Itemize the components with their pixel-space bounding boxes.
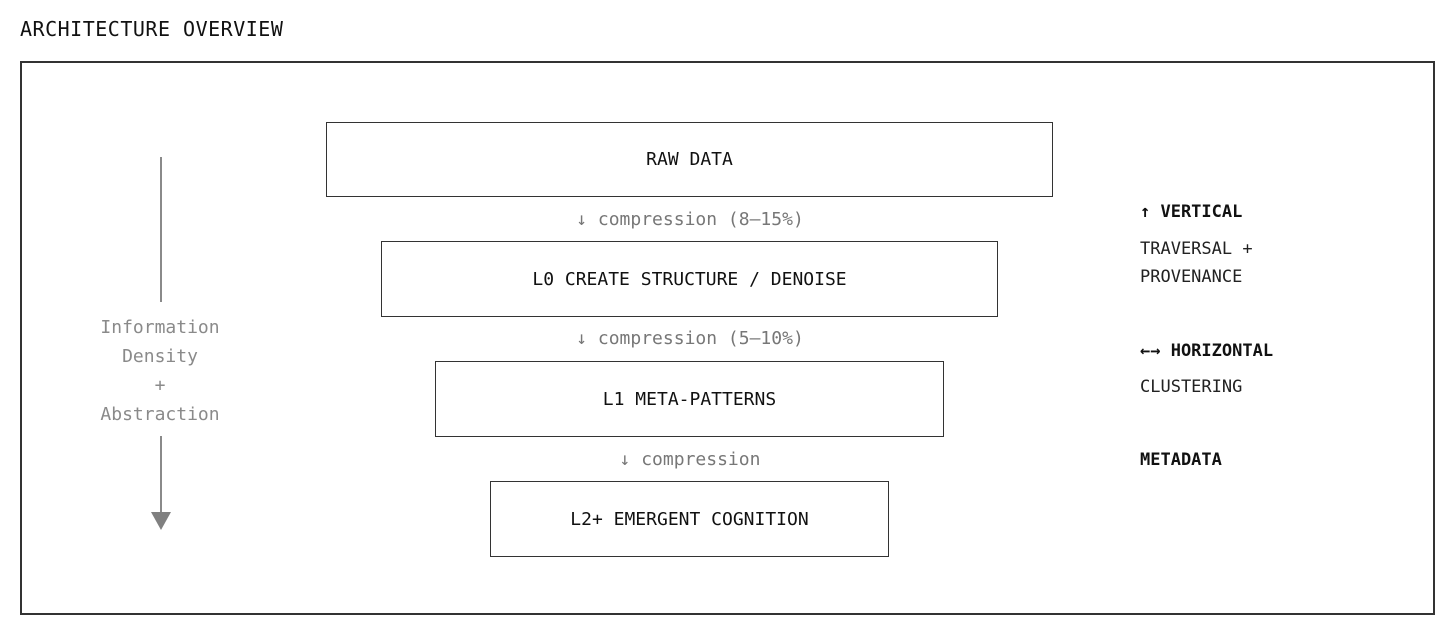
compression-label: ↓ compression (5–10%) — [576, 328, 804, 349]
axis-label: Information Density + Abstraction — [60, 313, 260, 429]
axis-label-line: Abstraction — [100, 404, 220, 425]
horizontal-description-line: CLUSTERING — [1140, 377, 1243, 397]
compression-label: ↓ compression — [619, 449, 761, 470]
diagram-frame — [20, 61, 1435, 615]
axis-label-line: Information — [100, 317, 220, 338]
layer-label: L0 CREATE STRUCTURE / DENOISE — [532, 268, 847, 290]
vertical-description: TRAVERSAL + PROVENANCE — [1140, 235, 1253, 291]
horizontal-description: CLUSTERING — [1140, 373, 1242, 401]
layer-box-raw-data: RAW DATA — [326, 122, 1053, 197]
layer-label: RAW DATA — [646, 149, 733, 170]
axis-label-line: Density — [122, 346, 198, 367]
down-arrow-icon — [151, 512, 171, 530]
compression-label: ↓ compression (8–15%) — [576, 209, 804, 230]
layer-label: L1 META-PATTERNS — [602, 388, 777, 410]
layer-box-l1: L1 META-PATTERNS — [435, 361, 944, 437]
page-title: ARCHITECTURE OVERVIEW — [20, 17, 284, 41]
metadata-heading: METADATA — [1140, 450, 1222, 470]
vertical-heading: ↑ VERTICAL — [1140, 202, 1243, 222]
vertical-description-line: TRAVERSAL + — [1140, 239, 1253, 259]
layer-label: L2+ EMERGENT COGNITION — [570, 508, 809, 530]
layer-box-l2: L2+ EMERGENT COGNITION — [490, 481, 889, 557]
axis-label-line: + — [154, 375, 166, 396]
axis-line-top — [160, 157, 162, 302]
horizontal-heading: ←→ HORIZONTAL — [1140, 341, 1274, 361]
vertical-description-line: PROVENANCE — [1140, 267, 1243, 287]
axis-line-bottom — [160, 436, 162, 514]
layer-box-l0: L0 CREATE STRUCTURE / DENOISE — [381, 241, 998, 317]
